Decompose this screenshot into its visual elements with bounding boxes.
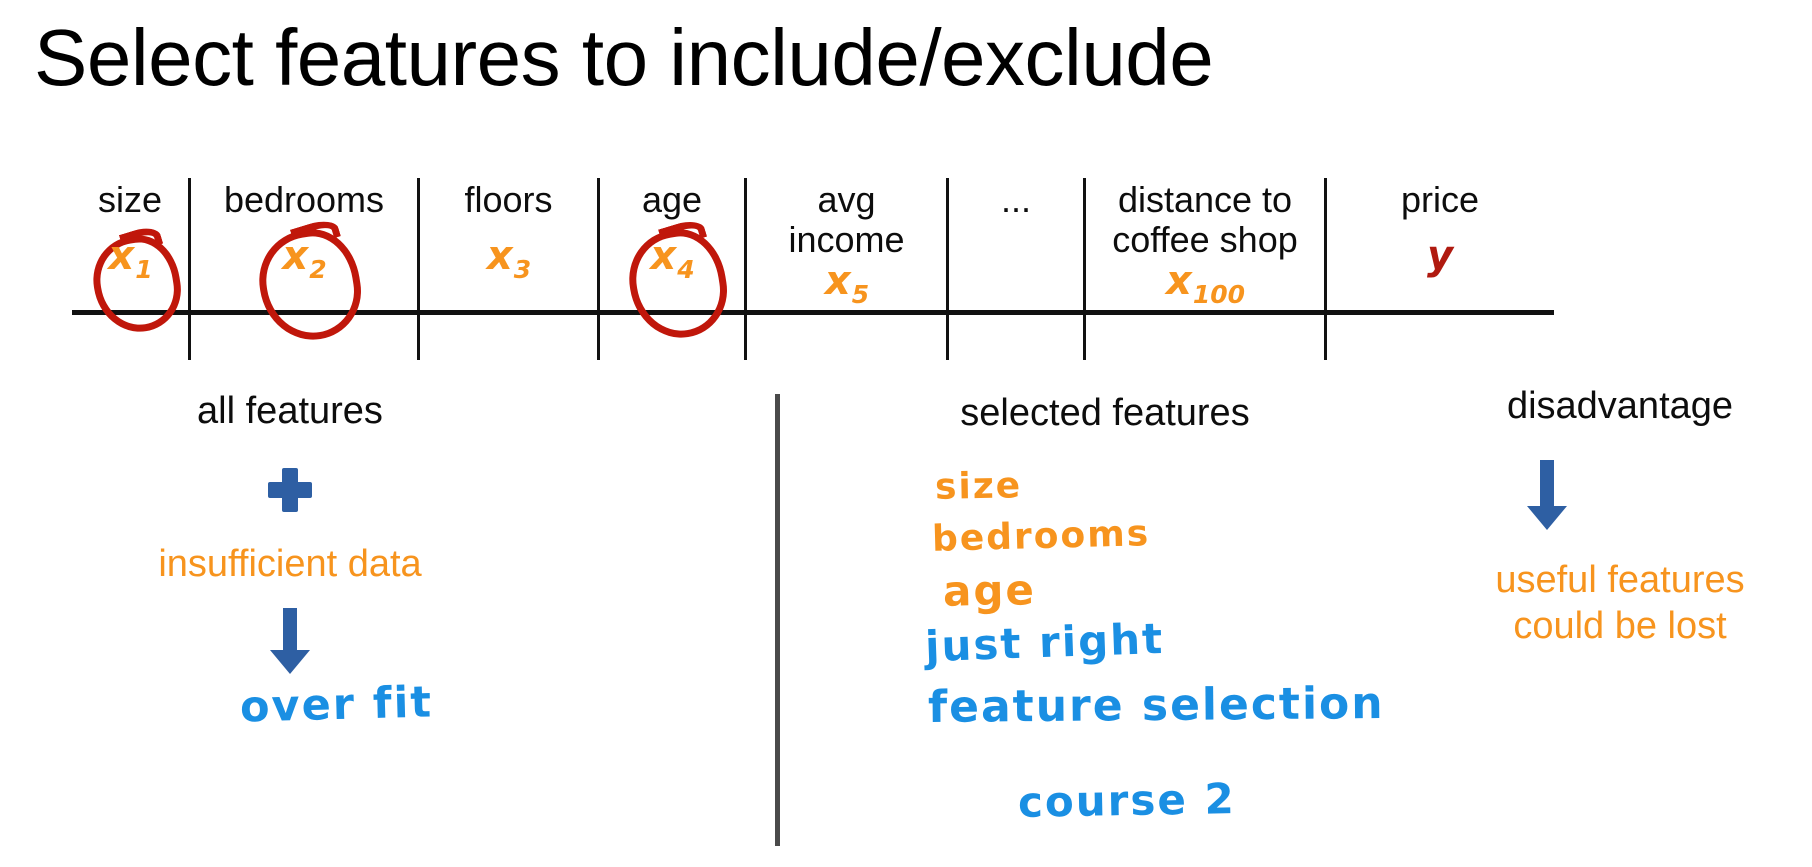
column-variable: x4: [650, 233, 695, 285]
plus-icon: [268, 468, 312, 512]
column-variable: x3: [486, 233, 532, 285]
just-right-handwriting: just right: [924, 613, 1165, 672]
column-variable: x5: [824, 257, 870, 309]
consequence-line-2: could be lost: [1513, 605, 1727, 647]
column-variable-target: y: [1426, 233, 1454, 280]
middle-panel-heading: selected features: [960, 392, 1250, 434]
column-variable: x1: [108, 233, 153, 285]
table-column-divider-4: [744, 178, 747, 360]
table-column-divider-2: [417, 178, 420, 360]
column-variable: x2: [282, 233, 327, 285]
down-arrow-icon-left: [270, 608, 310, 674]
column-label: size: [97, 179, 163, 220]
table-column-divider-6: [1083, 178, 1086, 360]
table-column-floors: floors x3: [420, 179, 597, 310]
table-column-divider-7: [1324, 178, 1327, 360]
column-label: floors: [464, 179, 553, 220]
column-label: ...: [1000, 179, 1031, 220]
table-horizontal-rule: [72, 310, 1554, 315]
table-column-age: age x4: [600, 179, 744, 346]
left-panel-heading: all features: [197, 390, 383, 432]
feature-table: size x1 bedrooms x2 floors x: [0, 0, 1812, 370]
selected-feature-age: age: [942, 565, 1037, 616]
table-column-divider-1: [188, 178, 191, 360]
table-column-divider-5: [946, 178, 949, 360]
panel-divider: [775, 394, 780, 846]
column-label: price: [1400, 179, 1480, 220]
consequence-line-1: useful features: [1495, 559, 1745, 601]
course-label-handwriting: course 2: [1017, 774, 1237, 827]
table-column-divider-3: [597, 178, 600, 360]
page-title: Select features to include/exclude: [34, 13, 1214, 102]
down-arrow-icon-right: [1527, 460, 1567, 532]
table-column-size: size x1: [72, 179, 188, 339]
table-column-distance-to-coffee-shop: distance to coffee shop x100: [1086, 179, 1324, 321]
table-column-ellipsis: ...: [949, 179, 1083, 220]
selected-feature-bedrooms: bedrooms: [931, 513, 1151, 560]
table-column-avg-income: avg income x5: [747, 179, 946, 321]
table-column-price: price y: [1327, 179, 1553, 310]
selected-feature-size: size: [934, 465, 1023, 508]
feature-selection-handwriting: feature selection: [927, 678, 1385, 733]
overfit-handwriting: over fit: [239, 677, 434, 733]
column-label: age: [641, 179, 703, 220]
column-label: bedrooms: [223, 179, 385, 220]
insufficient-data-label: insufficient data: [158, 543, 422, 585]
column-variable: x100: [1166, 257, 1245, 309]
table-column-bedrooms: bedrooms x2: [191, 179, 417, 348]
column-label: distance to coffee shop: [1112, 179, 1298, 261]
right-panel-heading: disadvantage: [1506, 385, 1734, 427]
column-label: avg income: [788, 179, 905, 261]
